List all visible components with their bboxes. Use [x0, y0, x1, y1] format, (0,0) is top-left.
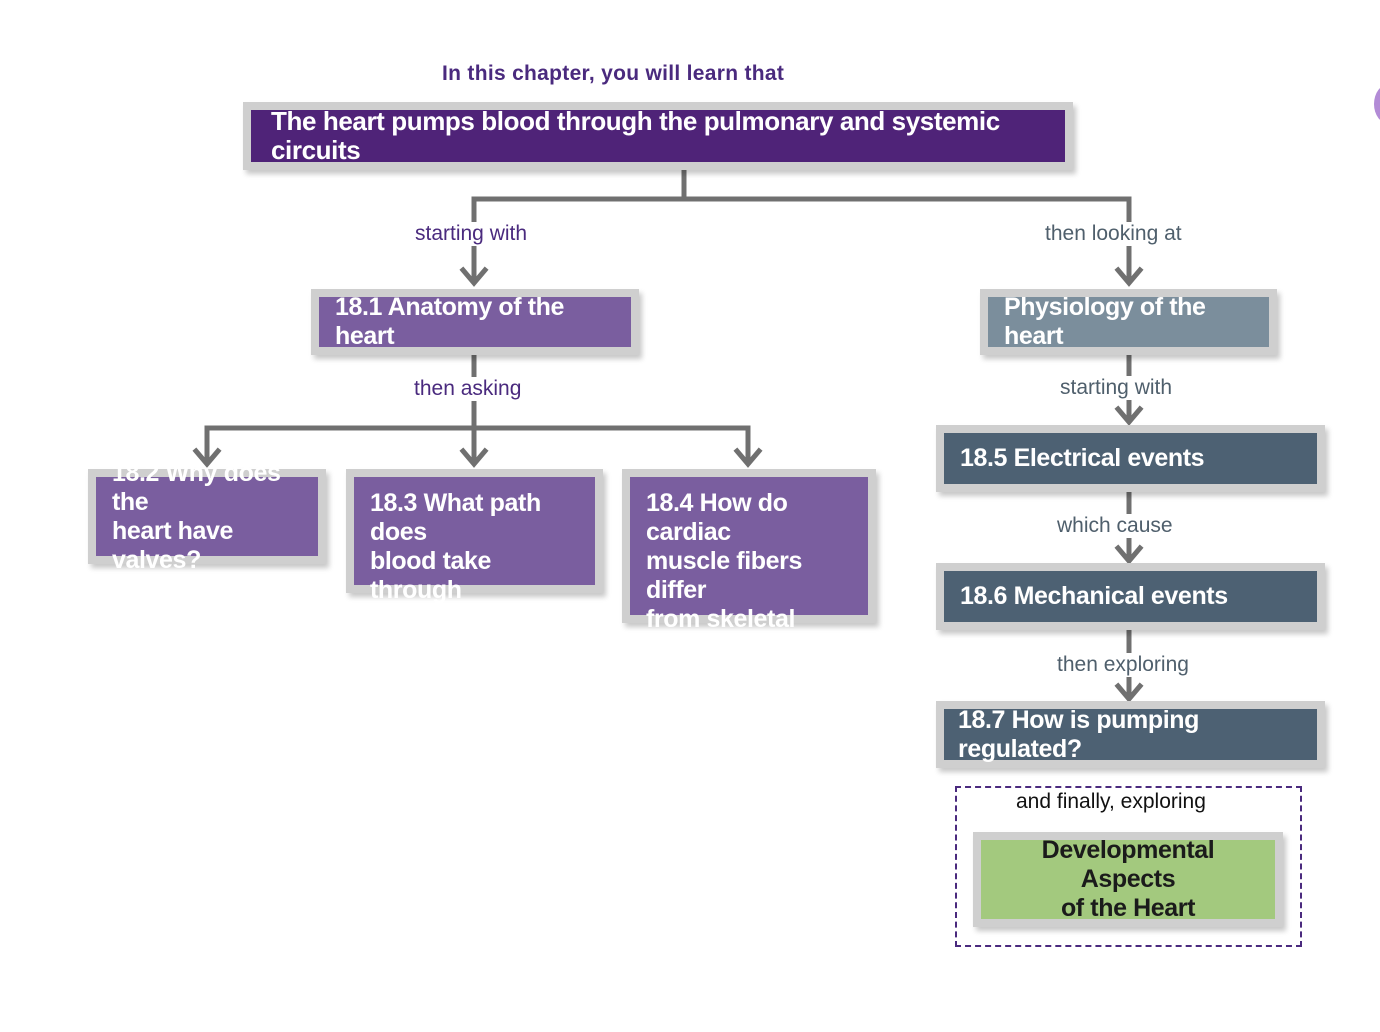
chapter-intro-heading: In this chapter, you will learn that [442, 62, 785, 85]
question-valves-line-2: heart have valves? [112, 516, 234, 574]
question-path-box: 18.3 What path does blood take through t… [346, 469, 603, 633]
link-and-finally-exploring: and finally, exploring [1012, 790, 1210, 814]
question-fibers-line-4: muscle fibers? [646, 634, 817, 662]
link-then-exploring: then exploring [1053, 653, 1193, 677]
question-path-line-2: blood take through [370, 547, 492, 604]
link-which-cause: which cause [1053, 514, 1177, 538]
development-box: Developmental Aspects of the Heart [973, 832, 1283, 927]
mechanical-events-text: 18.6 Mechanical events [960, 582, 1228, 610]
anatomy-text: 18.1 Anatomy of the heart [335, 293, 565, 350]
electrical-events-text: 18.5 Electrical events [960, 444, 1205, 472]
question-fibers-line-3: from skeletal [646, 605, 796, 633]
question-fibers-box: 18.4 How do cardiac muscle fibers differ… [622, 469, 876, 662]
physiology-box: Physiology of the heart [980, 289, 1277, 355]
development-dashed-frame [955, 786, 1302, 947]
pumping-regulation-box: 18.7 How is pumping regulated? [936, 701, 1325, 768]
root-concept-box: The heart pumps blood through the pulmon… [243, 102, 1073, 170]
link-starting-with-left: starting with [411, 222, 532, 246]
question-fibers-line-1: 18.4 How do cardiac [646, 489, 788, 546]
physiology-text: Physiology of the heart [1004, 293, 1206, 350]
development-line-1: Developmental Aspects [1041, 836, 1215, 893]
pumping-regulation-text: 18.7 How is pumping regulated? [958, 705, 1200, 763]
edge-decoration [1374, 84, 1380, 124]
question-fibers-line-2: muscle fibers differ [646, 547, 802, 604]
root-concept-text: The heart pumps blood through the pulmon… [271, 106, 1000, 165]
question-path-line-3: the heart? [370, 605, 487, 633]
electrical-events-box: 18.5 Electrical events [936, 425, 1325, 492]
anatomy-box: 18.1 Anatomy of the heart [311, 289, 639, 355]
question-valves-box: 18.2 Why does the heart have valves? [88, 459, 326, 574]
link-then-looking-at: then looking at [1041, 222, 1186, 246]
link-then-asking: then asking [410, 377, 526, 401]
question-path-line-1: 18.3 What path does [370, 489, 541, 546]
development-line-2: of the Heart [1060, 894, 1196, 922]
link-starting-with-right: starting with [1056, 376, 1177, 400]
mechanical-events-box: 18.6 Mechanical events [936, 563, 1325, 630]
question-valves-line-1: 18.2 Why does the [112, 458, 281, 516]
